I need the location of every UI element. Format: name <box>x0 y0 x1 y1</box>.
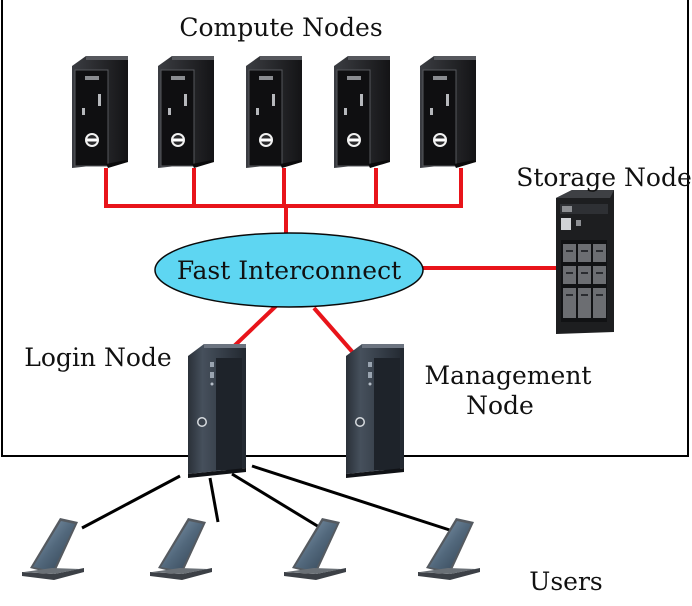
user-links <box>81 464 463 536</box>
cluster-boundary <box>1 0 689 457</box>
management-node-label-line1: Management <box>425 361 592 390</box>
compute-node-5-icon <box>419 55 477 169</box>
users-label: Users <box>529 567 602 596</box>
login-node-icon <box>188 344 246 478</box>
user-laptop-2-icon <box>150 518 212 580</box>
user-laptop-4-icon <box>418 518 480 580</box>
login-node-label: Login Node <box>24 343 171 372</box>
storage-node-icon <box>556 190 614 334</box>
user-laptop-1-icon <box>22 518 84 580</box>
management-node-label-line2: Node <box>466 391 534 420</box>
compute-node-1-icon <box>71 55 129 169</box>
interconnect-label: Fast Interconnect <box>177 256 401 285</box>
compute-node-2-icon <box>157 55 215 169</box>
interconnect-ellipse <box>154 232 424 308</box>
compute-node-4-icon <box>333 55 391 169</box>
storage-node-label: Storage Node <box>516 163 692 192</box>
compute-node-3-icon <box>245 55 303 169</box>
compute-nodes-label: Compute Nodes <box>179 13 382 42</box>
user-laptop-3-icon <box>284 518 346 580</box>
interconnect-links <box>104 168 556 358</box>
management-node-icon <box>346 344 404 478</box>
